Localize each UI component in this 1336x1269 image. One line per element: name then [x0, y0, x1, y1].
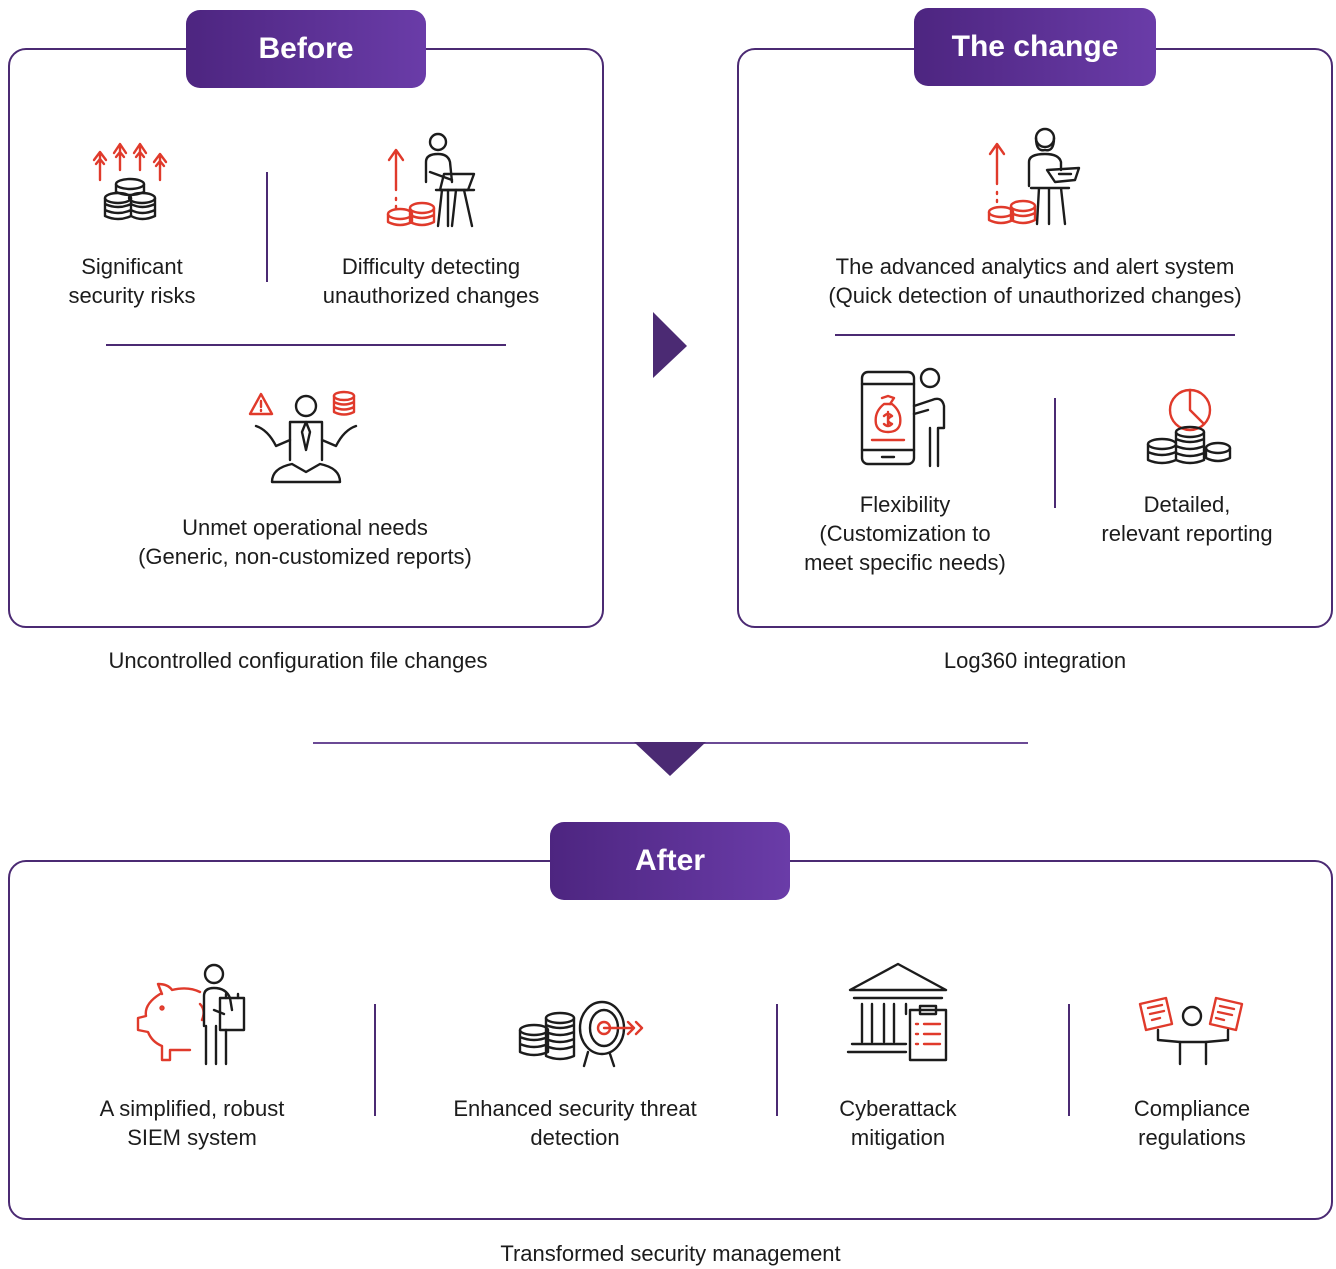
piggy-bank-with-person-icon [136, 963, 246, 1066]
right-arrow-icon [653, 312, 687, 378]
compliance-regulations-label: Compliance regulations [1090, 1094, 1294, 1152]
after-caption: Transformed security management [500, 1241, 841, 1266]
after-divider-2 [776, 1004, 778, 1116]
before-vertical-divider [266, 172, 268, 282]
after-divider-1 [374, 1004, 376, 1116]
person-balancing-warning-and-database-icon [248, 390, 358, 484]
unmet-needs-label: Unmet operational needs (Generic, non-cu… [80, 513, 530, 571]
label-line: Enhanced security threat [453, 1096, 697, 1121]
change-vertical-divider [1054, 398, 1056, 508]
label-line: The advanced analytics and alert system [835, 254, 1235, 279]
label-line: meet specific needs) [804, 550, 1006, 575]
label-line: Detailed, [1143, 492, 1231, 517]
significant-risks-label: Significant security risks [30, 252, 234, 310]
label-line: mitigation [850, 1125, 946, 1150]
label-line: Compliance [1133, 1096, 1251, 1121]
label-line: Difficulty detecting [341, 254, 521, 279]
cyberattack-mitigation-label: Cyberattack mitigation [790, 1094, 1006, 1152]
detailed-reporting-label: Detailed, relevant reporting [1072, 490, 1302, 548]
after-divider-3 [1068, 1004, 1070, 1116]
change-panel [737, 48, 1333, 628]
before-tag: Before [186, 10, 426, 88]
before-caption: Uncontrolled configuration file changes [108, 648, 488, 673]
flexibility-label: Flexibility (Customization to meet speci… [770, 490, 1040, 577]
label-line: Flexibility [859, 492, 951, 517]
threat-detection-label: Enhanced security threat detection [420, 1094, 730, 1152]
label-line: regulations [1138, 1125, 1246, 1150]
person-holding-documents-icon [1138, 996, 1244, 1066]
before-horizontal-divider [106, 344, 506, 346]
label-line: Unmet operational needs [182, 515, 428, 540]
person-at-laptop-with-coins-icon [386, 132, 476, 228]
change-horizontal-divider [835, 334, 1235, 336]
label-line: SIEM system [127, 1125, 257, 1150]
change-caption: Log360 integration [943, 648, 1127, 673]
difficulty-detecting-label: Difficulty detecting unauthorized change… [286, 252, 576, 310]
siem-system-label: A simplified, robust SIEM system [62, 1094, 322, 1152]
change-tag: The change [914, 8, 1156, 86]
after-panel [8, 860, 1333, 1220]
label-line: (Generic, non-customized reports) [138, 544, 472, 569]
label-line: relevant reporting [1101, 521, 1273, 546]
label-line: unauthorized changes [322, 283, 540, 308]
label-line: A simplified, robust [99, 1096, 285, 1121]
person-with-tablet-and-coins-icon [987, 127, 1081, 226]
advanced-analytics-label: The advanced analytics and alert system … [760, 252, 1310, 310]
label-line: security risks [68, 283, 196, 308]
person-with-phone-money-bag-icon [860, 367, 946, 468]
label-line: Cyberattack [839, 1096, 957, 1121]
down-arrow-icon [634, 742, 706, 776]
stacked-coins-with-rising-arrows-icon [92, 142, 168, 221]
label-line: (Customization to [819, 521, 991, 546]
after-tag: After [550, 822, 790, 900]
label-line: (Quick detection of unauthorized changes… [828, 283, 1242, 308]
coins-with-target-icon [518, 1000, 644, 1068]
bank-building-with-checklist-icon [846, 962, 948, 1062]
coins-with-pie-chart-icon [1146, 388, 1232, 465]
label-line: detection [530, 1125, 620, 1150]
label-line: Significant [81, 254, 183, 279]
before-panel [8, 48, 604, 628]
